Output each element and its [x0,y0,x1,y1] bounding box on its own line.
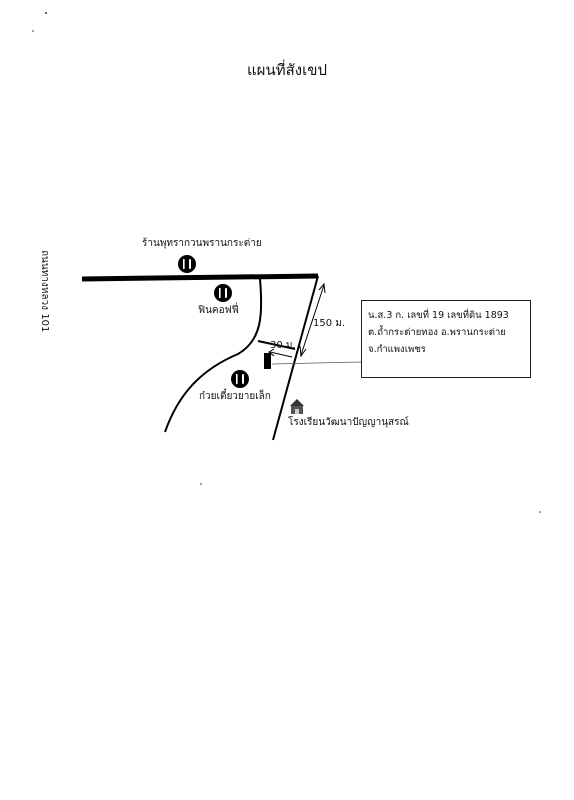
highway-line [81,273,319,282]
distance-label-150: 150 ม. [313,318,346,329]
arrow-head-30 [268,348,275,357]
arrow-head-top [318,282,326,294]
school-icon [290,399,304,414]
restaurant-icon [214,284,232,302]
land-plot-marker [264,353,271,369]
place-label-restaurant: ร้านพุทรากวนพรานกระต่าย [142,238,262,249]
restaurant-icon [231,370,249,388]
arrow-head-bottom [299,345,307,358]
place-label-noodle: ก๋วยเตี๋ยวยายเล็ก [199,391,271,402]
place-label-coffee: ฟินคอฟฟี่ [198,305,239,316]
side-road-curve [164,278,263,433]
side-road-right [272,275,319,441]
place-label-school: โรงเรียนวัฒนาปัญญานุสรณ์ [288,417,409,428]
info-line-3: จ.กำแพงเพชร [368,344,426,355]
distance-label-30: 30 ม. [270,340,296,351]
page-title: แผนที่สังเขป [247,61,327,79]
distance-arrow-150 [300,284,325,356]
info-line-2: ต.ถ้ำกระต่ายทอง อ.พรานกระต่าย [368,327,506,338]
highway-label: ถนนทางหลวง 101 [39,250,50,333]
restaurant-icon [178,255,196,273]
distance-arrow-30 [269,351,293,358]
info-line-1: น.ส.3 ก. เลขที่ 19 เลขที่ดิน 1893 [368,310,509,321]
connect-lane [257,340,296,350]
land-info-box: น.ส.3 ก. เลขที่ 19 เลขที่ดิน 1893 ต.ถ้ำก… [361,300,531,378]
pointer-line [271,361,362,365]
